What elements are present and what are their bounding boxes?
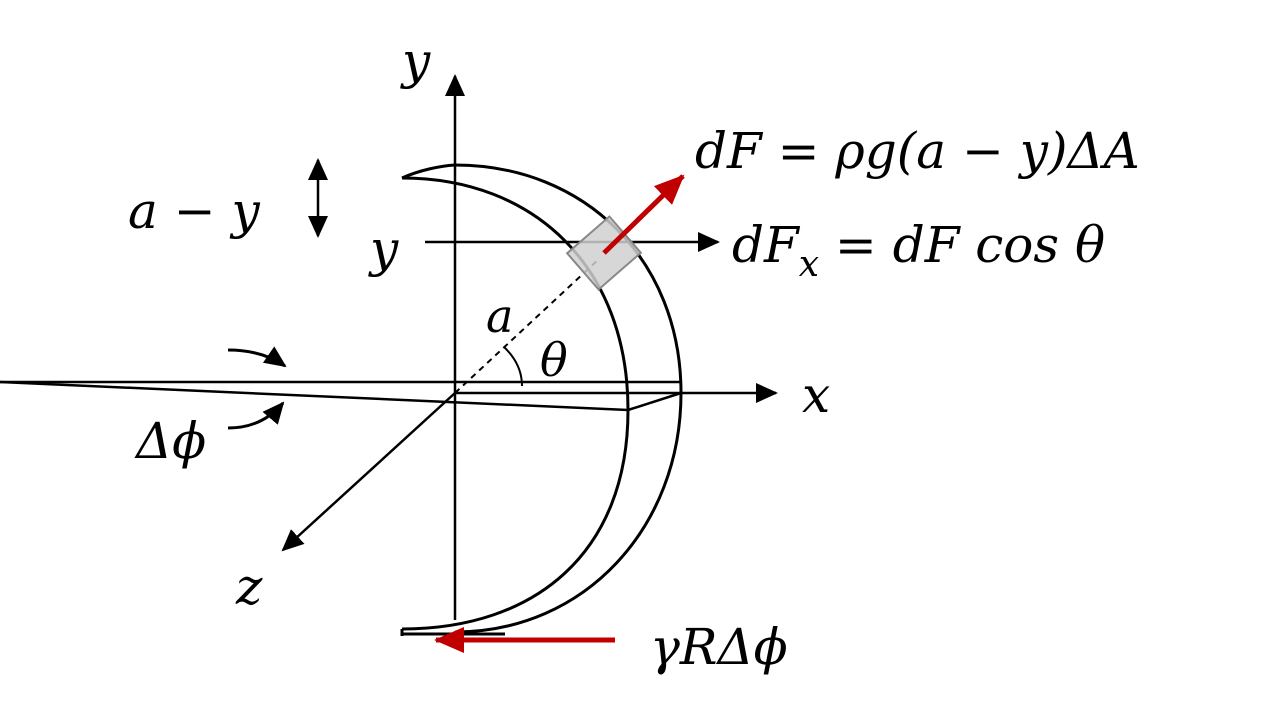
delta-phi-upper-pointer [227, 346, 287, 368]
theta-label: θ [540, 333, 568, 387]
z-axis [281, 392, 456, 552]
radius-a-label: a [486, 289, 513, 343]
x-axis-label: x [802, 366, 830, 424]
dF-equation: dF = ρg(a − y)ΔA [695, 122, 1140, 180]
tension-label: γRΔϕ [650, 618, 788, 676]
dFx-equation: dFx = dF cos θ [732, 216, 1105, 285]
delta-phi-lower-pointer [227, 401, 285, 430]
y-level-label: y [368, 220, 399, 278]
wedge-lower-line [0, 380, 629, 412]
dF-force-arrow [602, 174, 685, 255]
radius-dashed-line [454, 257, 601, 394]
y-axis-label: y [400, 32, 431, 90]
wedge-end-line [627, 391, 682, 412]
theta-arc [503, 346, 523, 387]
shell-top-tip [401, 163, 456, 180]
delta-phi-label: Δϕ [134, 412, 206, 470]
a-minus-y-label: a − y [128, 182, 260, 240]
z-axis-label: z [235, 558, 263, 616]
shell-outer-arc [454, 163, 683, 634]
